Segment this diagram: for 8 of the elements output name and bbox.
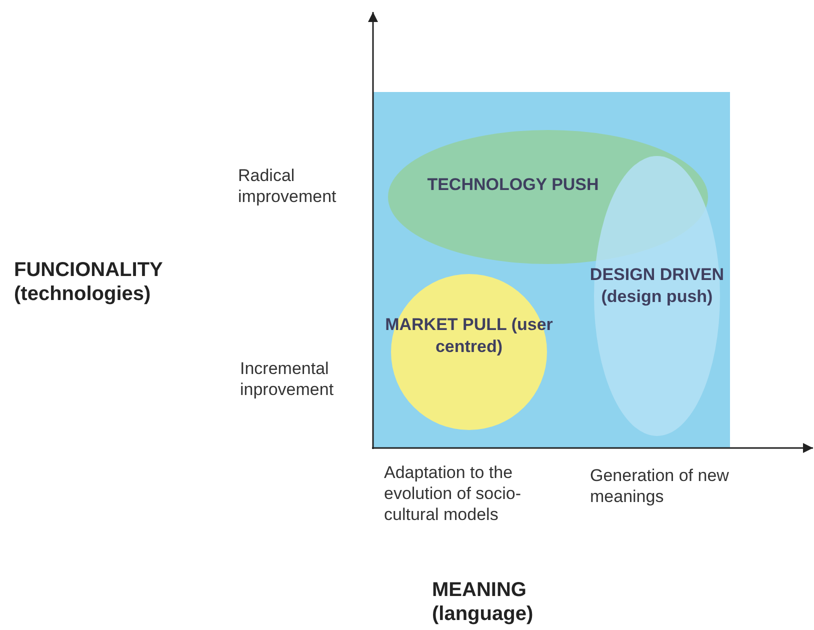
axis-label: Generation of new meanings xyxy=(590,465,730,507)
axis-label: Radical improvement xyxy=(238,165,338,207)
axis-title: FUNCIONALITY (technologies) xyxy=(14,258,164,306)
node-label: DESIGN DRIVEN (design push) xyxy=(588,264,726,308)
node-label: TECHNOLOGY PUSH xyxy=(426,174,600,196)
axis-title: MEANING (language) xyxy=(432,578,534,626)
axis-label: Adaptation to the evolution of socio-cultural models xyxy=(384,462,522,525)
axis-label: Incremental inprovement xyxy=(240,358,335,400)
